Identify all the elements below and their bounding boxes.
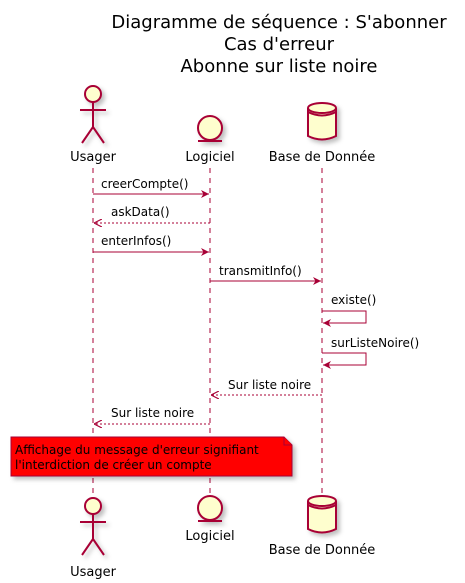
participant-base-top: Base de Donnée <box>269 102 376 165</box>
message-enter-infos: enterInfos() <box>93 234 209 256</box>
message-label: enterInfos() <box>101 234 171 248</box>
message-sur-liste-noire-reply-1: Sur liste noire <box>211 378 322 395</box>
diagram-title-line-2: Cas d'erreur <box>224 34 335 55</box>
participant-label-logiciel: Logiciel <box>185 150 234 165</box>
database-icon <box>307 495 337 534</box>
note-text-line-2: l'interdiction de créer un compte <box>15 458 212 472</box>
participant-label-logiciel-bottom: Logiciel <box>185 529 234 544</box>
diagram-title-line-3: Abonne sur liste noire <box>180 56 377 77</box>
actor-icon <box>80 85 106 144</box>
participant-label-base-bottom: Base de Donnée <box>269 543 376 558</box>
participant-base-bottom: Base de Donnée <box>269 495 376 558</box>
database-icon <box>307 102 337 141</box>
entity-icon <box>197 115 223 142</box>
message-transmit-info: transmitInfo() <box>210 264 321 285</box>
error-note: Affichage du message d'erreur signifiant… <box>10 436 293 477</box>
participant-logiciel-top: Logiciel <box>185 115 235 165</box>
message-label: askData() <box>111 205 170 219</box>
participant-usager-bottom: Usager <box>70 497 117 580</box>
message-label: creerCompte() <box>101 177 188 191</box>
actor-icon <box>80 497 106 556</box>
message-sur-liste-noire-reply-2: Sur liste noire <box>94 406 210 424</box>
message-label: transmitInfo() <box>219 264 302 278</box>
note-text-line-1: Affichage du message d'erreur signifiant <box>15 443 259 457</box>
message-label: surListeNoire() <box>331 336 419 350</box>
entity-icon <box>197 495 223 522</box>
participant-label-base: Base de Donnée <box>269 150 376 165</box>
diagram-title-line-1: Diagramme de séquence : S'abonner <box>111 12 447 33</box>
message-ask-data: askData() <box>94 205 210 223</box>
message-label: Sur liste noire <box>111 406 194 420</box>
message-existe: existe() <box>322 293 376 327</box>
message-creer-compte: creerCompte() <box>93 177 209 198</box>
message-label: existe() <box>331 293 376 307</box>
participant-label-usager: Usager <box>70 150 117 165</box>
participant-usager-top: Usager <box>70 85 117 165</box>
participant-label-usager-bottom: Usager <box>70 565 117 580</box>
message-sur-liste-noire-call: surListeNoire() <box>322 336 419 369</box>
message-label: Sur liste noire <box>228 378 311 392</box>
participant-logiciel-bottom: Logiciel <box>185 495 235 544</box>
